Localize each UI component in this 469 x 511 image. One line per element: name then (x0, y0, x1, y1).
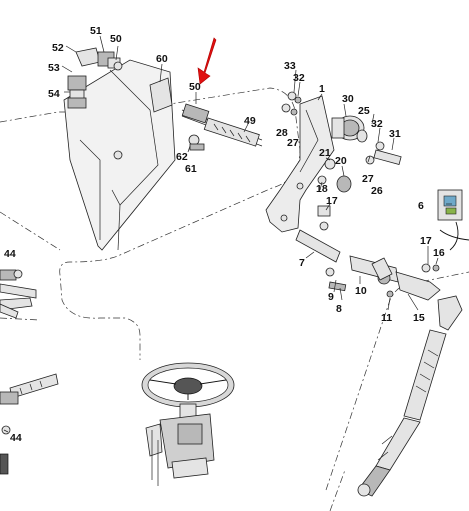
callout-17-mid: 17 (326, 195, 338, 207)
valve-fittings (67, 47, 123, 109)
sensor-unit (437, 189, 469, 251)
callout-60: 60 (156, 53, 168, 65)
callout-25: 25 (358, 105, 370, 117)
callout-11: 11 (381, 312, 392, 324)
hose-assemblies (0, 269, 59, 475)
callout-16: 16 (433, 247, 445, 259)
callout-53: 53 (48, 62, 60, 74)
callout-61: 61 (185, 163, 197, 175)
callout-49: 49 (244, 115, 256, 127)
callout-27-top: 27 (287, 137, 299, 149)
callout-1: 1 (319, 83, 325, 95)
callout-6: 6 (418, 200, 424, 212)
callout-30: 30 (342, 93, 354, 105)
callout-20: 20 (335, 155, 347, 167)
callout-9: 9 (328, 291, 334, 303)
callout-21: 21 (319, 147, 331, 159)
callout-27-right: 27 (362, 173, 374, 185)
steering-column (357, 295, 463, 497)
callout-labels: 52 51 50 53 54 60 50 49 62 61 33 32 1 30… (4, 25, 445, 444)
callout-31: 31 (389, 128, 401, 140)
column-bracket (265, 95, 341, 263)
callout-8: 8 (336, 303, 342, 315)
callout-26: 26 (371, 185, 383, 197)
pivot-bushing (331, 115, 368, 143)
bracket-plate (63, 59, 176, 251)
leader-lines (3, 35, 452, 433)
steering-wheel (141, 362, 235, 486)
callout-32-right: 32 (371, 118, 383, 130)
callout-7: 7 (299, 257, 305, 269)
callout-33: 33 (284, 60, 296, 72)
callout-62: 62 (176, 151, 188, 163)
fasteners-top (281, 91, 402, 231)
callout-44-upper: 44 (4, 248, 16, 260)
callout-50-top: 50 (110, 33, 122, 45)
callout-44-lower: 44 (10, 432, 22, 444)
linkage-rod (325, 255, 441, 301)
callout-52: 52 (52, 42, 64, 54)
callout-54: 54 (48, 88, 60, 100)
callout-15: 15 (413, 312, 425, 324)
callout-50-mid: 50 (189, 81, 201, 93)
callout-32-top: 32 (293, 72, 305, 84)
pointer-arrow-icon (197, 37, 217, 85)
cable-assembly (181, 103, 263, 151)
callout-51: 51 (90, 25, 102, 37)
callout-18: 18 (316, 183, 328, 195)
callout-17-right: 17 (420, 235, 432, 247)
callout-28: 28 (276, 127, 288, 139)
callout-10: 10 (355, 285, 367, 297)
